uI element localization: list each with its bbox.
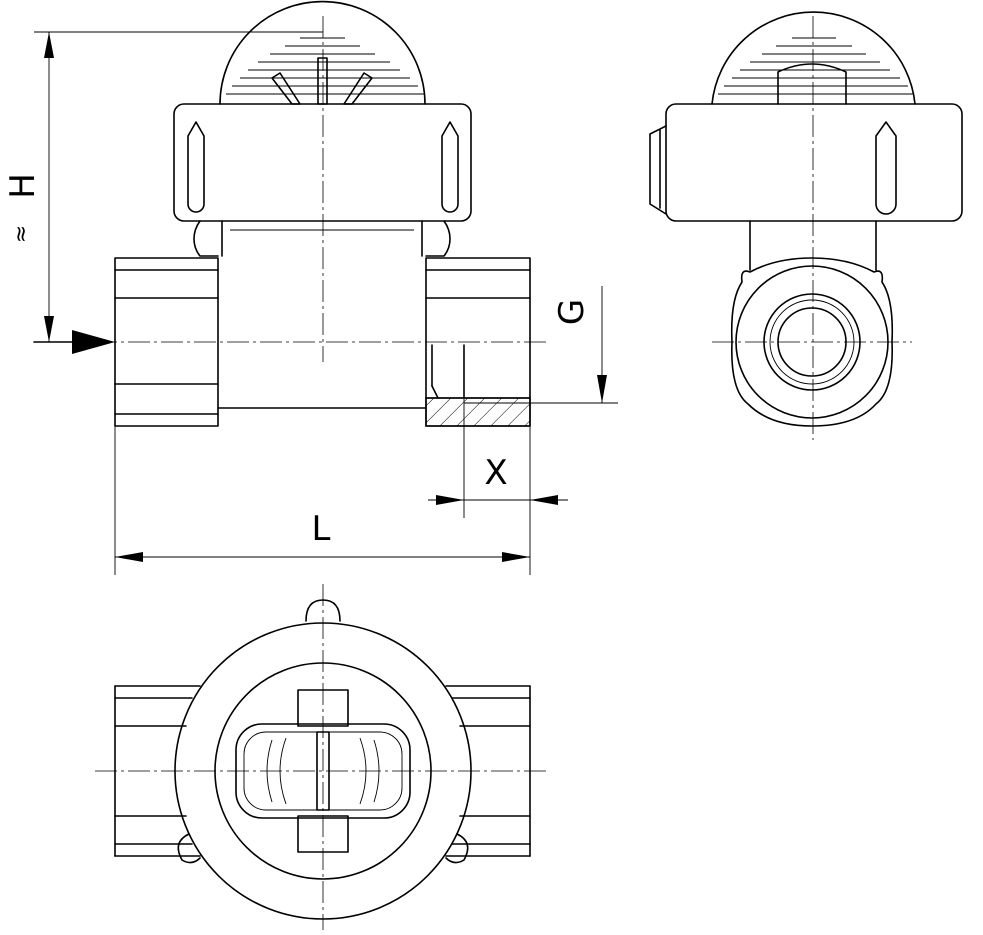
side-sight-glass-dome — [711, 11, 916, 105]
side-view — [649, 11, 963, 440]
height-label: H — [3, 173, 43, 199]
length-label: L — [312, 509, 331, 549]
approx-symbol: ≈ — [9, 225, 34, 243]
top-view — [95, 584, 548, 930]
thread-dimension: G — [464, 286, 618, 404]
flow-arrow — [33, 330, 115, 354]
engagement-label: X — [484, 453, 507, 493]
sight-glass-dome — [219, 0, 426, 105]
engagement-dimension: X — [428, 398, 568, 575]
side-cap-housing — [649, 103, 963, 222]
neck — [193, 220, 451, 257]
cap-housing — [173, 103, 472, 222]
height-dimension: H ≈ — [3, 31, 323, 342]
thread-label: G — [552, 299, 592, 325]
length-dimension: L — [114, 426, 530, 575]
front-view: H ≈ G X — [3, 0, 618, 575]
side-neck-and-port — [730, 220, 894, 427]
